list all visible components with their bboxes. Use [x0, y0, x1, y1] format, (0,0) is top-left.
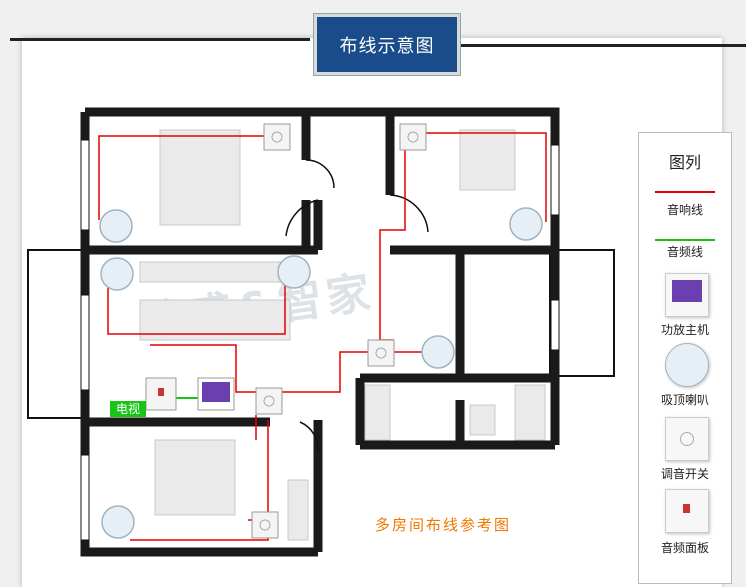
volume-switches	[251, 123, 427, 539]
legend-label-audio-panel: 音频面板	[660, 541, 709, 555]
legend-label-ceiling-speaker: 吸顶喇叭	[660, 393, 709, 407]
switch-knobs	[259, 131, 419, 531]
legend-label-amplifier: 功放主机	[660, 323, 709, 337]
ceiling-speakers	[99, 207, 543, 539]
legend: 图列 音响线 音频线 功放主机 吸顶喇叭 调音开关 音频面板	[638, 132, 732, 584]
legend-label-speaker-wire: 音响线	[666, 203, 703, 217]
legend-title: 图列	[668, 153, 701, 172]
tv-label: 电视	[110, 401, 146, 417]
diagram-frame	[22, 38, 722, 587]
diagram-title: 布线示意图	[314, 14, 460, 75]
ceiling-speaker-icon	[665, 343, 709, 387]
east-balcony	[549, 249, 615, 377]
diagram-caption: 多房间布线参考图	[375, 516, 512, 534]
audio-panel-jack	[158, 388, 164, 396]
amplifier-screen	[202, 382, 230, 402]
windows	[80, 139, 560, 541]
speaker-wire-swatch	[655, 191, 715, 193]
doors	[285, 159, 429, 453]
west-balcony	[27, 249, 83, 419]
amplifier-icon	[665, 273, 709, 317]
title-rule-left	[10, 38, 310, 41]
furniture	[139, 129, 546, 541]
walls	[80, 107, 560, 557]
legend-label-volume-switch: 调音开关	[660, 467, 709, 481]
title-rule-right	[460, 44, 746, 47]
legend-label-audio-wire: 音频线	[666, 245, 703, 259]
audio-wire-swatch	[655, 239, 715, 241]
volume-switch-icon	[665, 417, 709, 461]
audio-panel-icon	[665, 489, 709, 533]
